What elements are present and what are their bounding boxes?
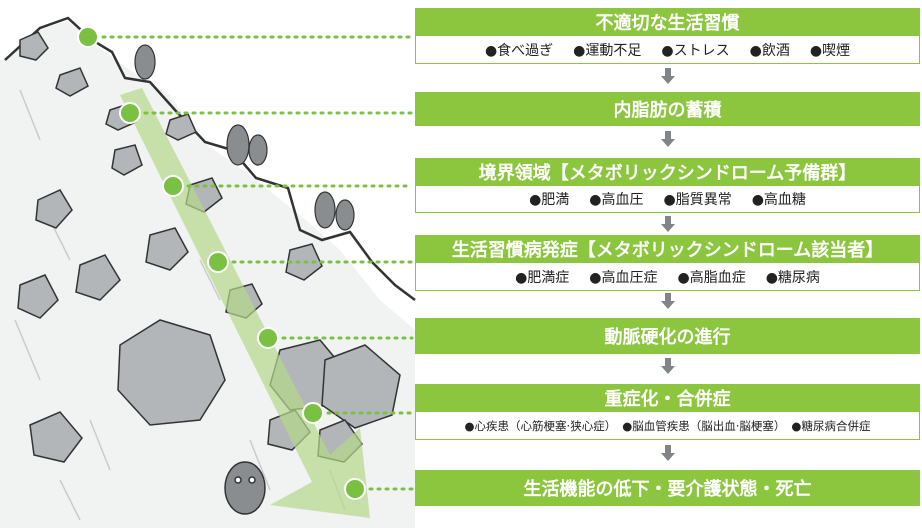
down-arrow-icon (661, 68, 675, 84)
step-1-item: ●食べ過ぎ (484, 42, 554, 59)
dotted-connectors (93, 35, 414, 491)
trees (134, 44, 355, 231)
step-6-item: ●糖尿病合併症 (791, 418, 871, 433)
down-arrow-icon (661, 216, 675, 232)
mascot-character (224, 461, 266, 515)
step-1-item: ●喫煙 (809, 42, 851, 59)
step-6-items: ●心疾患（心筋梗塞·狭心症） ●脳血管疾患（脳出血·脳梗塞） ●糖尿病合併症 (415, 412, 920, 440)
down-arrow-icon (661, 131, 675, 147)
step-1-item: ●運動不足 (573, 42, 642, 59)
step-1-item: ●飲酒 (749, 42, 790, 59)
step-1-item: ●ストレス (661, 42, 730, 59)
step-6-item: ●脳血管疾患（脳出血·脳梗塞） (622, 418, 786, 433)
step-7-title: 生活機能の低下・要介護状態・死亡 (415, 470, 920, 506)
step-5-title: 動脈硬化の進行 (415, 318, 920, 354)
step-3-title: 境界領域【メタボリックシンドローム予備群】 (415, 158, 920, 186)
down-arrow-icon (661, 445, 675, 461)
step-4-item: ●糖尿病 (765, 269, 820, 286)
step-4-title: 生活習慣病発症【メタボリックシンドローム該当者】 (415, 235, 920, 263)
step-2-title: 内脂肪の蓄積 (415, 92, 920, 126)
step-4-item: ●高血圧症 (589, 269, 658, 286)
step-4-item: ●肥満症 (515, 269, 570, 286)
step-1-title: 不適切な生活習慣 (415, 8, 920, 36)
step-6-item: ●心疾患（心筋梗塞·狭心症） (464, 418, 617, 433)
descent-arrow (120, 88, 370, 518)
step-4-items: ●肥満症 ●高血圧症 ●高脂血症 ●糖尿病 (415, 263, 920, 291)
step-6-title: 重症化・合併症 (415, 384, 920, 412)
step-3-item: ●脂質異常 (663, 192, 732, 208)
step-3-item: ●肥満 (529, 192, 570, 208)
down-arrow-icon (661, 358, 675, 374)
step-1-items: ●食べ過ぎ ●運動不足 ●ストレス ●飲酒 ●喫煙 (415, 36, 920, 64)
step-dots (77, 26, 366, 500)
step-3-item: ●高血圧 (589, 192, 644, 208)
step-3-items: ●肥満 ●高血圧 ●脂質異常 ●高血糖 (415, 186, 920, 213)
step-4-item: ●高脂血症 (677, 269, 746, 286)
down-arrow-icon (661, 293, 675, 309)
step-3-item: ●高血糖 (751, 192, 806, 208)
